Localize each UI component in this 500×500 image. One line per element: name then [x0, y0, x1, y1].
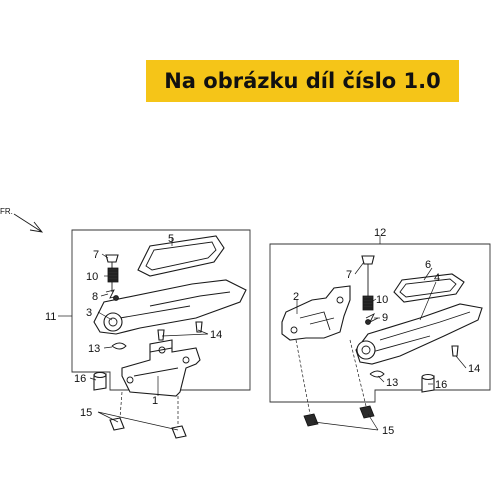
- callout-14-left: 14: [210, 329, 222, 341]
- left-footrest-rubber: [137, 235, 225, 277]
- left-e-clip: [111, 342, 127, 350]
- callout-14-right: 14: [468, 363, 480, 375]
- left-assembly: [71, 229, 251, 439]
- leader-lines: [58, 236, 467, 431]
- callout-9: 9: [382, 312, 388, 324]
- banner-text: Na obrázku díl číslo 1.0: [164, 69, 441, 93]
- callout-13-right: 13: [386, 377, 398, 389]
- right-bolt-14: [451, 345, 459, 357]
- callout-16-left: 16: [74, 373, 86, 385]
- callout-7-left: 7: [93, 249, 99, 261]
- left-group-frame: [71, 229, 251, 391]
- callout-1: 1: [152, 395, 158, 407]
- front-direction-indicator: FR.: [0, 207, 44, 233]
- callout-7-right: 7: [346, 269, 352, 281]
- left-bracket: [121, 339, 201, 397]
- direction-arrow-icon: [13, 213, 44, 233]
- callout-2: 2: [293, 291, 299, 303]
- right-spring-clip: [365, 312, 379, 324]
- callout-3: 3: [86, 307, 92, 319]
- right-footrest-arm: [355, 303, 483, 365]
- callout-10-right: 10: [376, 294, 388, 306]
- left-pivot-pin: [105, 254, 119, 263]
- left-pivot-boss: [103, 312, 123, 332]
- left-footrest-arm: [93, 279, 247, 335]
- callout-10-left: 10: [86, 271, 98, 283]
- callout-labels: 1 2 3 4 5 6 7 7 8 9 10 10 11 12 13 13 14…: [45, 227, 480, 437]
- left-bolt-14: [157, 321, 203, 341]
- right-pivot-pin: [361, 255, 375, 265]
- right-footrest-rubber: [393, 273, 465, 303]
- right-bracket: [281, 285, 351, 341]
- callout-6: 6: [425, 259, 431, 271]
- callout-13-left: 13: [88, 343, 100, 355]
- callout-4: 4: [434, 272, 440, 284]
- callout-16-right: 16: [435, 379, 447, 391]
- callout-5: 5: [168, 233, 174, 245]
- callout-8: 8: [92, 291, 98, 303]
- callout-12: 12: [374, 227, 386, 239]
- right-e-clip: [369, 370, 385, 378]
- callout-15-right: 15: [382, 425, 394, 437]
- right-pivot-boss: [356, 340, 376, 360]
- highlight-banner: Na obrázku díl číslo 1.0: [146, 60, 459, 102]
- callout-11: 11: [45, 311, 56, 323]
- left-bolt-15: [109, 417, 187, 439]
- callout-15-left: 15: [80, 407, 92, 419]
- right-bolt-15: [303, 405, 375, 427]
- right-assembly: [269, 243, 491, 427]
- right-group-frame: [269, 243, 491, 403]
- direction-label: FR.: [0, 207, 13, 216]
